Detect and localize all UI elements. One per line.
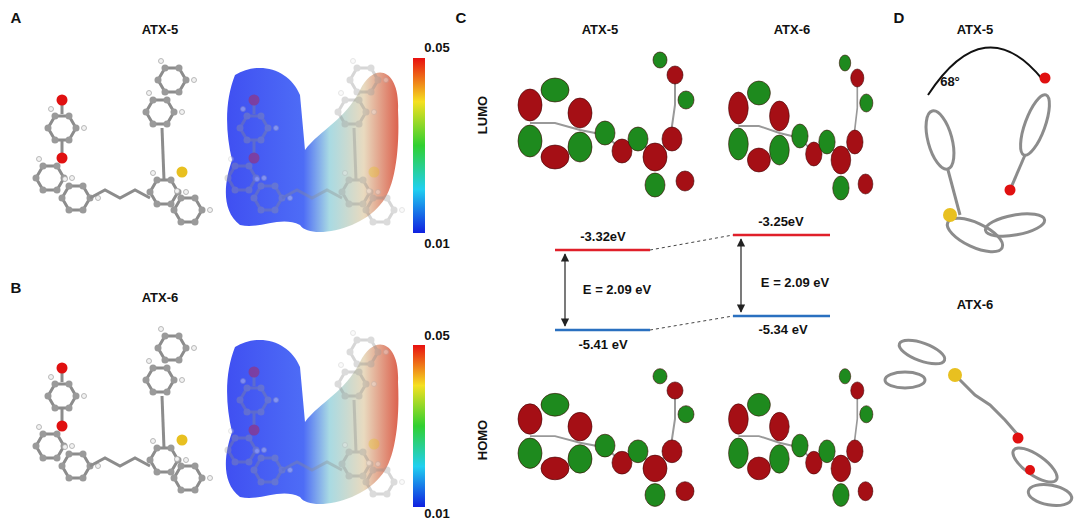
homo-orbital xyxy=(518,369,873,507)
panel-letter: D xyxy=(894,10,905,27)
panel-title: ATX-6 xyxy=(142,291,179,305)
esp-surface xyxy=(225,331,405,505)
angle-value: 68° xyxy=(940,75,960,89)
panel-title: ATX-5 xyxy=(957,23,994,37)
scale-value: 0.05 xyxy=(424,329,449,343)
panel-letter: B xyxy=(11,280,22,297)
energy-value: -3.25eV xyxy=(758,215,804,229)
color-bar xyxy=(413,58,425,233)
molecule-atx6 xyxy=(33,327,213,494)
energy-value: -5.34 eV xyxy=(758,323,807,337)
esp-surface xyxy=(225,59,405,233)
molecule-atx5 xyxy=(33,59,213,226)
panel-title: ATX-6 xyxy=(957,298,994,312)
lumo-orbital xyxy=(518,52,873,200)
scale-value: 0.05 xyxy=(424,41,449,55)
panel-title: ATX-5 xyxy=(142,23,179,37)
scale-value: 0.01 xyxy=(424,237,449,251)
molecule-atx6-side xyxy=(885,335,1073,508)
orbital-label: LUMO xyxy=(476,96,490,134)
molecule-atx5-side xyxy=(921,47,1056,258)
energy-value: -3.32eV xyxy=(580,230,626,244)
energy-levels xyxy=(555,235,830,330)
panel-letter: A xyxy=(11,10,22,27)
gap-value: E = 2.09 eV xyxy=(583,283,651,297)
orbital-label: HOMO xyxy=(476,420,490,460)
color-bar xyxy=(413,345,425,507)
panel-title: ATX-5 xyxy=(582,23,619,37)
gap-value: E = 2.09 eV xyxy=(761,276,829,290)
scale-value: 0.01 xyxy=(424,507,449,521)
energy-value: -5.41 eV xyxy=(578,338,627,352)
panel-title: ATX-6 xyxy=(774,23,811,37)
panel-letter: C xyxy=(456,10,467,27)
